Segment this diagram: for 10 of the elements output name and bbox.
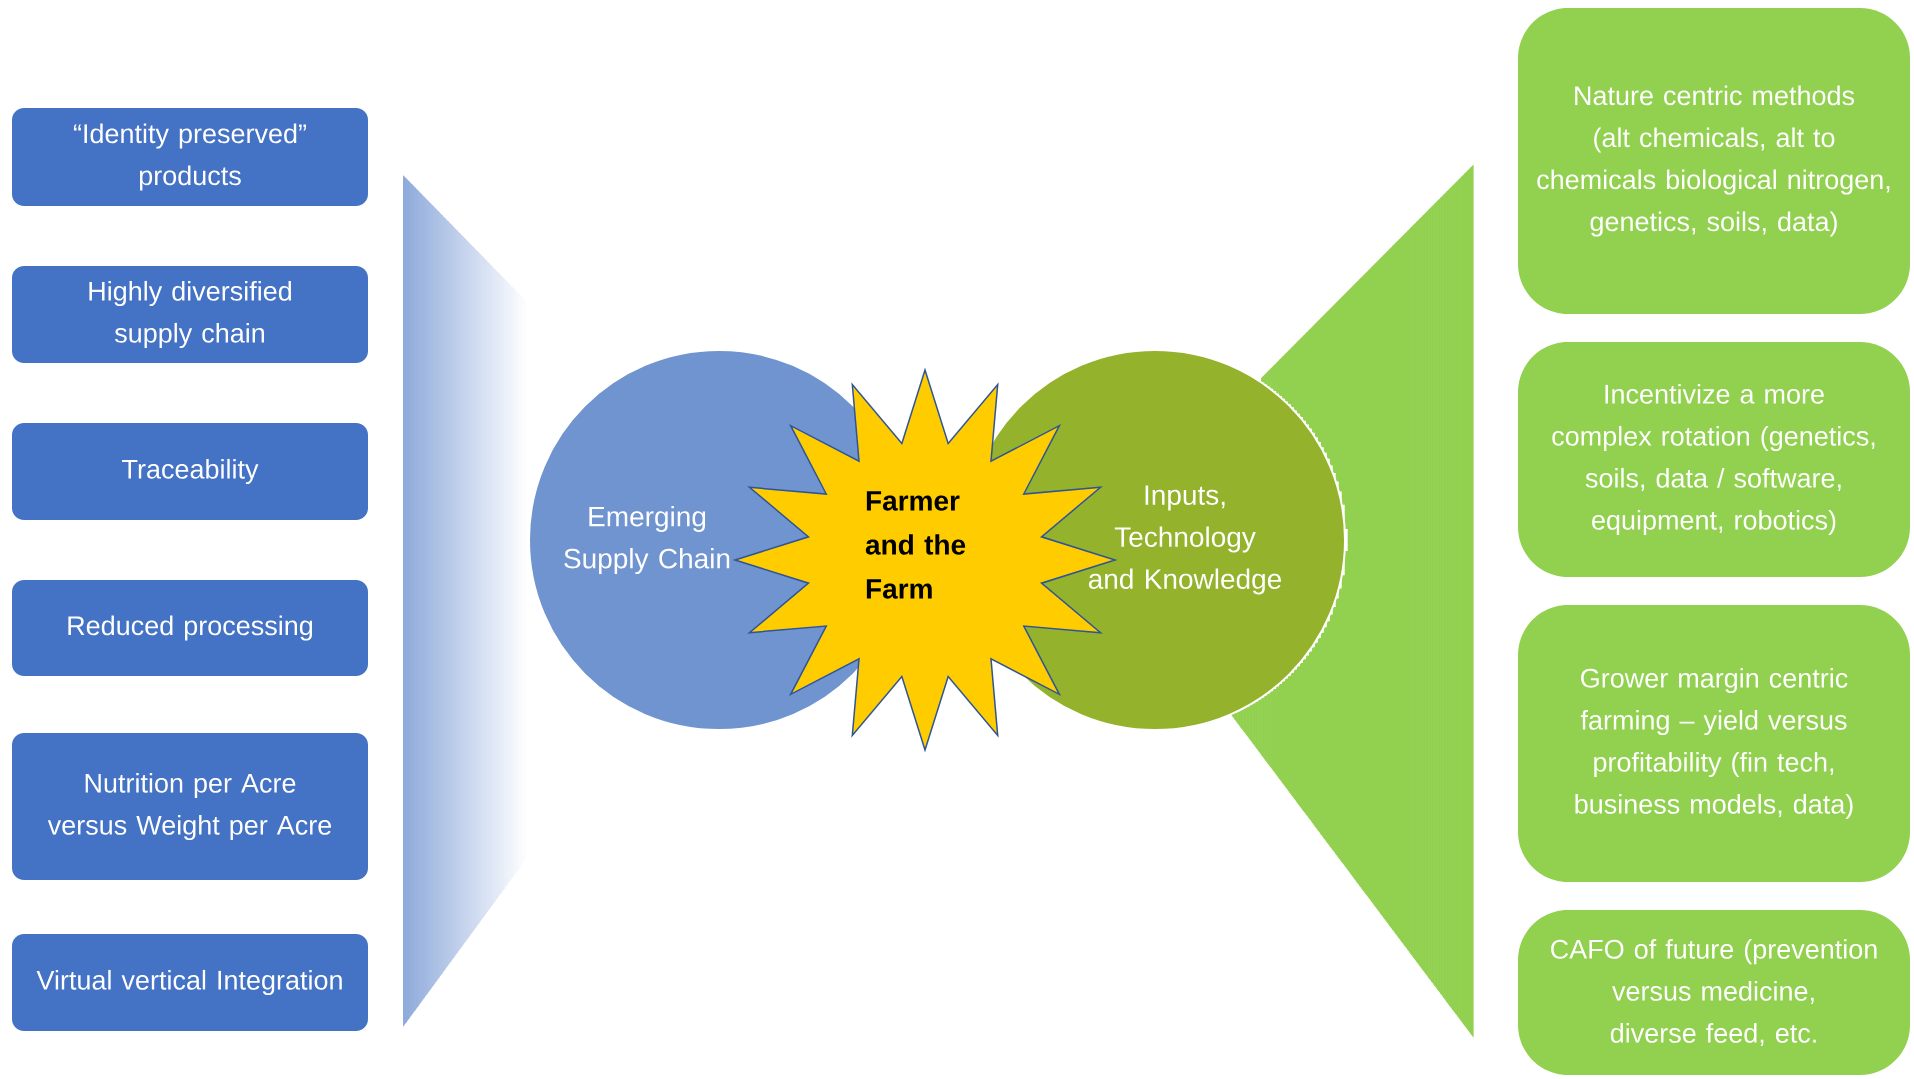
text-box: CAFO of future (prevention versus medicine, diverse feed, etc. xyxy=(1518,910,1911,1075)
text-box: Traceability xyxy=(12,423,368,520)
text-box: Highly diversified supply chain xyxy=(12,266,368,363)
text-box: “Identity preserved” products xyxy=(12,108,368,206)
text-box: Nutrition per Acre versus Weight per Acre xyxy=(12,733,368,880)
text-box: Incentivize a more complex rotation (genetics, soils, data / software, equipment, robotics) xyxy=(1518,342,1911,577)
text-box: Nature centric methods (alt chemicals, alt to chemicals biological nitrogen, genetics, soils, data) xyxy=(1518,8,1911,314)
text-box: Virtual vertical Integration xyxy=(12,934,368,1031)
text-box: Grower margin centric farming – yield versus profitability (fin tech, business models, data) xyxy=(1518,605,1911,882)
text-box: Reduced processing xyxy=(12,580,368,676)
